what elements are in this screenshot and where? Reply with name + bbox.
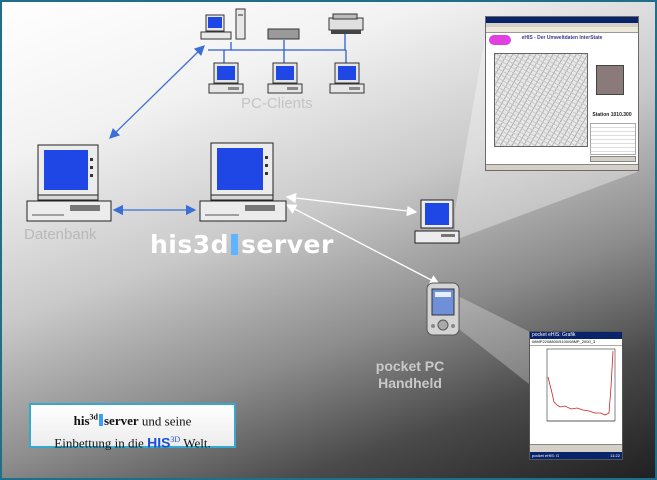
browser-screenshot: eHIS - Der Umweltdaten InterState Statio… xyxy=(485,16,639,171)
caption-line1-rest: und seine xyxy=(138,413,192,429)
web-client-computer-icon xyxy=(414,199,460,244)
browser-station-title: Station 1010.300 xyxy=(592,112,632,118)
caption-server-word: server xyxy=(104,413,139,429)
ppc-taskbar-time: 11:22 xyxy=(610,453,620,458)
pocket-pc-device-icon xyxy=(426,282,460,336)
hub-icon xyxy=(267,28,300,40)
caption-his-big: HIS xyxy=(147,434,171,451)
caption-line2-suffix: Welt. xyxy=(180,435,211,451)
browser-menubar xyxy=(486,23,638,27)
client-network-lines xyxy=(208,32,347,64)
caption-sup-3d: 3d xyxy=(89,413,98,422)
arrow-clients-datenbank xyxy=(109,45,205,139)
caption-his-small: his xyxy=(73,413,90,429)
ppc-titlebar: pocket eHIS: Grafik xyxy=(530,332,622,339)
browser-data-table xyxy=(590,123,636,155)
ppc-line-chart xyxy=(546,348,616,422)
city-map-image xyxy=(494,53,588,147)
arrow-server-pocketpc xyxy=(285,204,441,285)
caption-line2-prefix: Einbettung in die xyxy=(54,435,148,451)
station-photo xyxy=(596,65,624,95)
label-pc-clients: PC-Clients xyxy=(241,95,313,112)
pocketpc-screenshot: pocket eHIS: Grafik 08MP2208800/5100/08M… xyxy=(529,331,623,460)
browser-urlbar xyxy=(486,27,638,33)
client-pc-3-icon xyxy=(329,62,365,94)
server-label-suffix: server xyxy=(241,230,334,259)
ppc-taskbar: pocket eHIS: G 11:22 xyxy=(530,452,622,459)
label-his3d-server: his3d server xyxy=(150,230,334,259)
client-pc-2-icon xyxy=(267,62,303,94)
server-label-separator xyxy=(231,234,239,255)
caption-separator xyxy=(99,414,103,427)
caption-sup-3D: 3D xyxy=(170,435,181,445)
caption-line-2: Einbettung in die HIS3D Welt. xyxy=(31,430,234,452)
ppc-toolbar xyxy=(530,444,622,452)
label-pocket-pc-line2: Handheld xyxy=(378,375,442,391)
caption-line-1: his3d server und seine xyxy=(31,408,234,430)
browser-titlebar xyxy=(486,17,638,23)
arrow-server-webclient xyxy=(285,192,418,217)
printer-icon xyxy=(328,13,364,34)
server-label-prefix: his3d xyxy=(150,230,230,259)
label-datenbank: Datenbank xyxy=(24,226,97,243)
browser-heading: eHIS - Der Umweltdaten InterState xyxy=(521,35,603,41)
database-computer-icon xyxy=(26,144,112,222)
label-pocket-pc-line1: pocket PC xyxy=(375,358,445,374)
label-pocket-pc: pocket PC Handheld xyxy=(360,358,460,392)
ppc-series-id: 08MP2208800/5100/08MP_2000_3 xyxy=(530,339,622,346)
caption-box: his3d server und seine Einbettung in die … xyxy=(29,403,236,451)
server-computer-icon xyxy=(199,142,287,222)
browser-buttons xyxy=(590,156,636,162)
ppc-taskbar-app: pocket eHIS: G xyxy=(532,453,560,458)
his-logo-badge xyxy=(489,35,511,45)
browser-statusbar xyxy=(486,164,638,170)
client-pc-1-icon xyxy=(208,62,244,94)
client-workstation-icon xyxy=(200,8,246,40)
